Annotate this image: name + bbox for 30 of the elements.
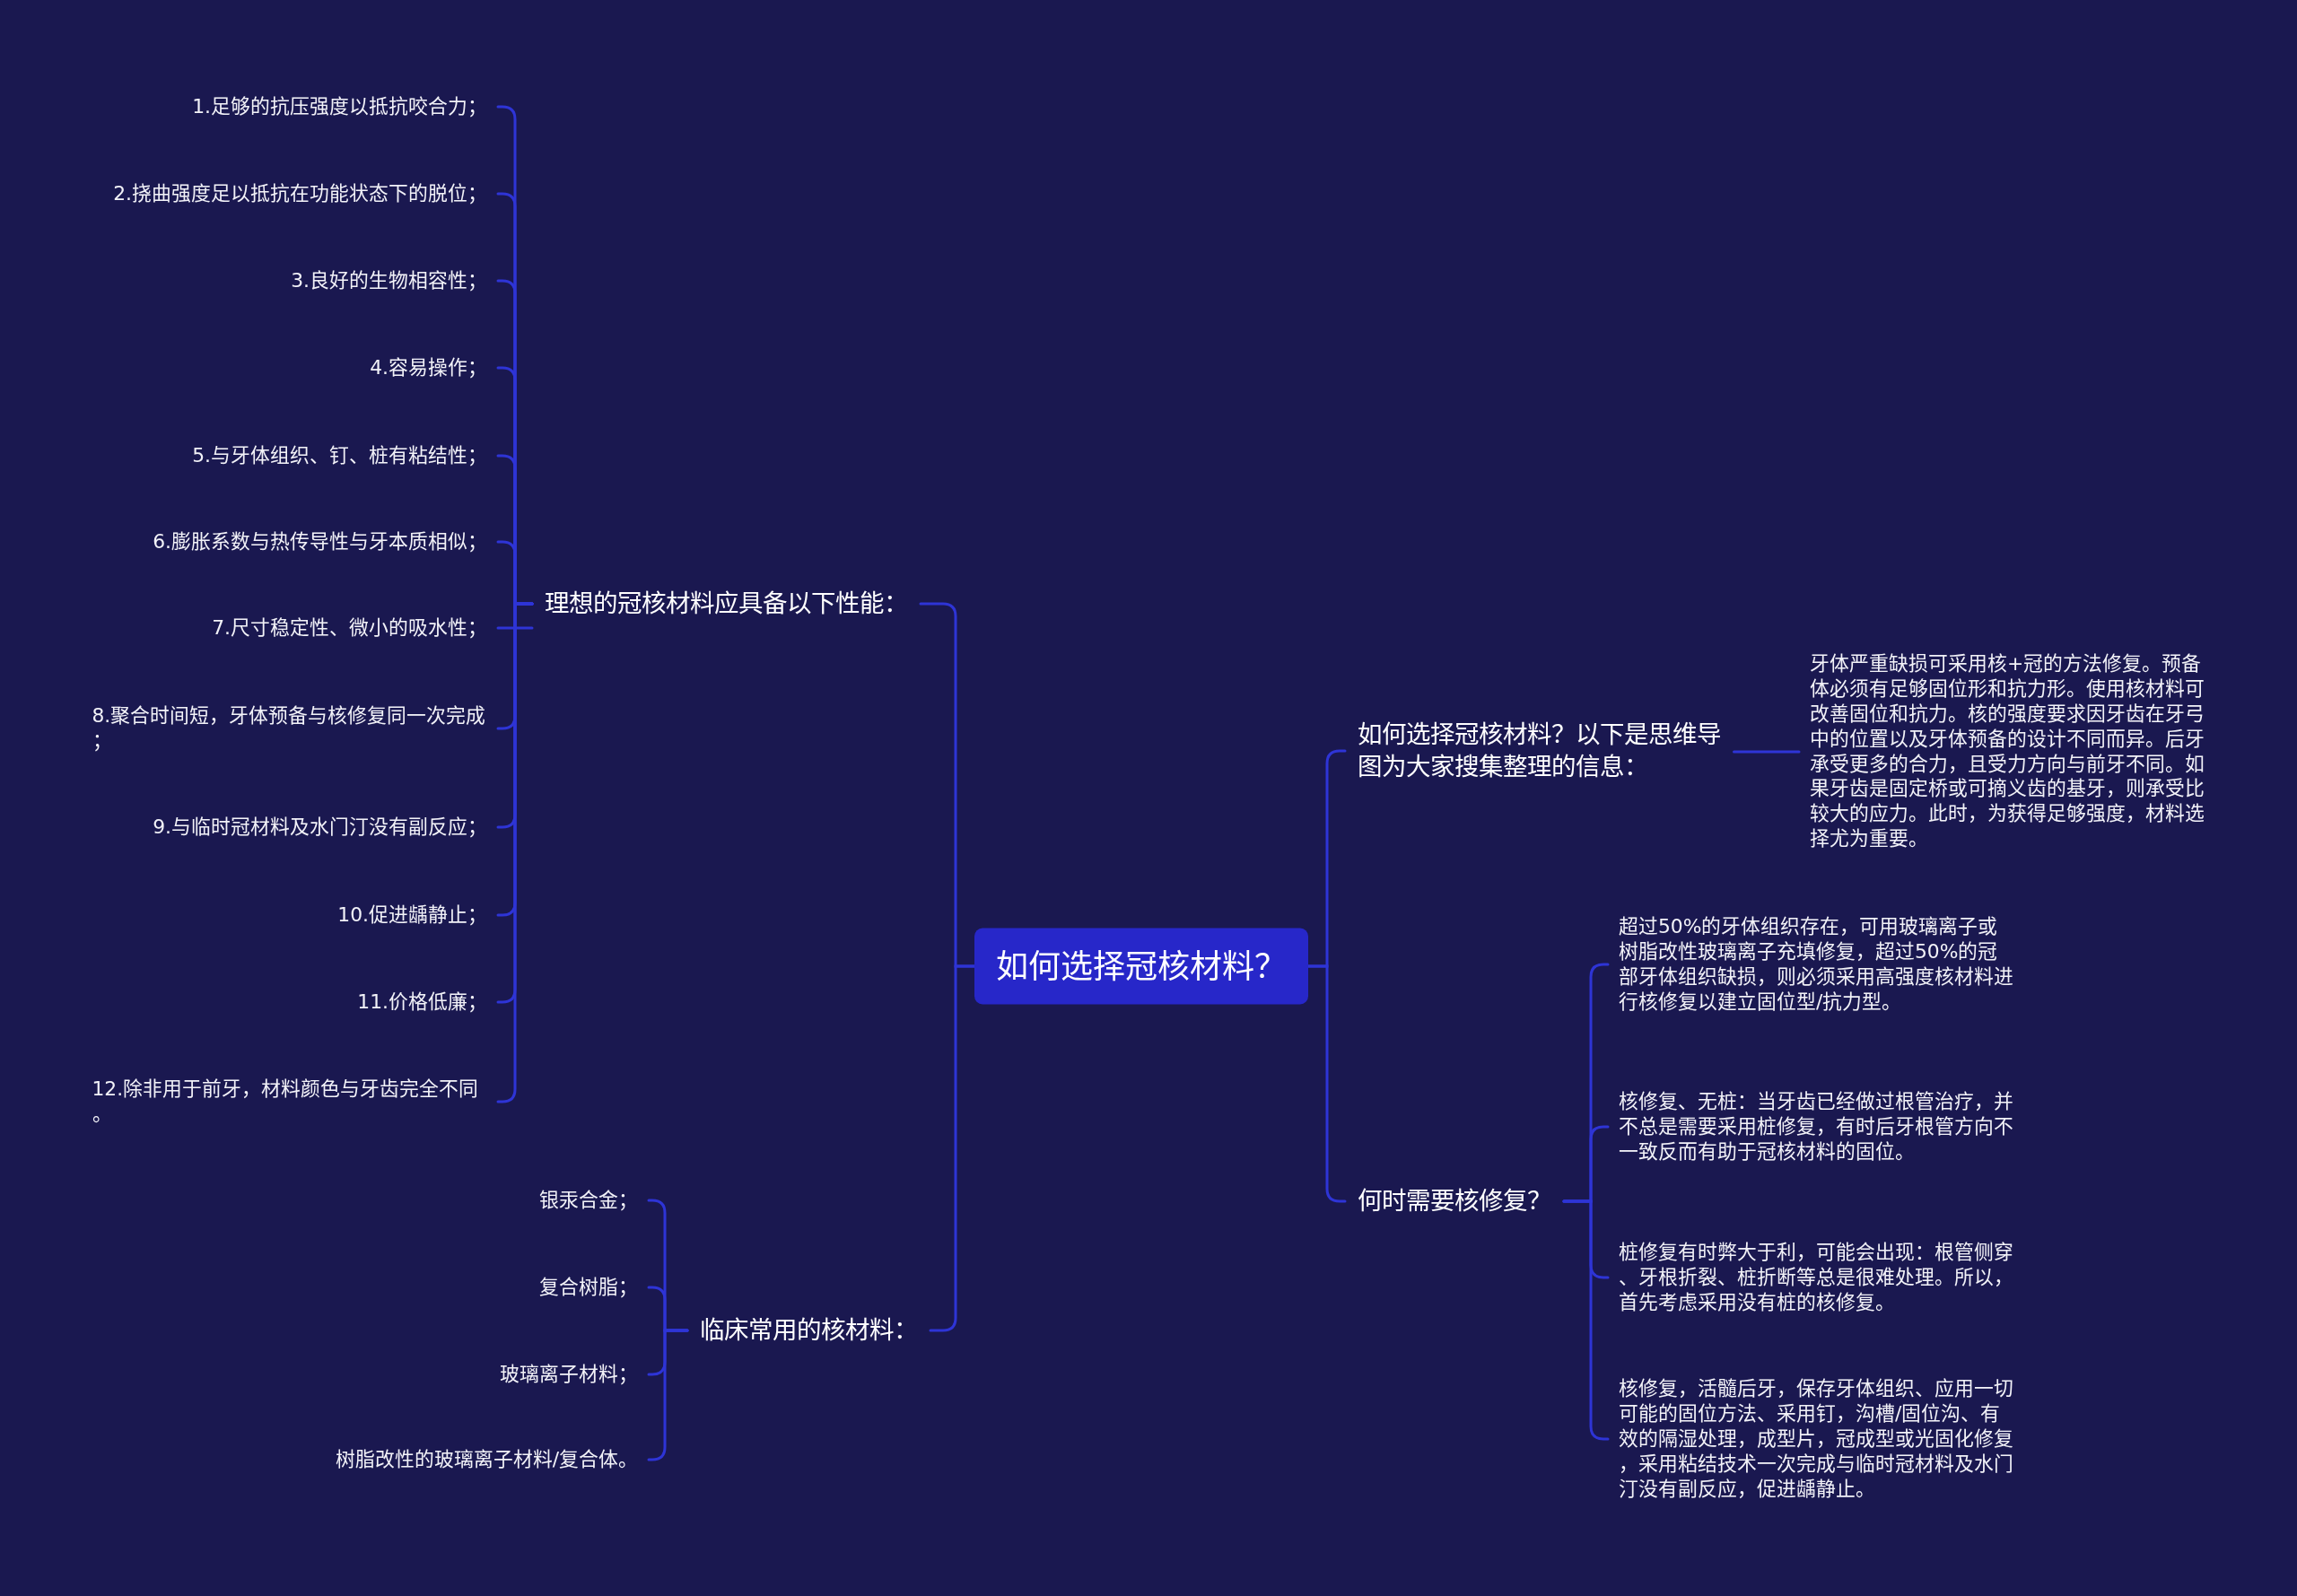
paragraph-text: 牙体严重缺损可采用核+冠的方法修复。预备体必须有足够固位形和抗力形。使用核材料可改善固位和抗力。核的强度要求因牙齿在牙弓中的位置以及牙体预备的设计不同而异。后牙承受更多的合力，且受力方向与前牙不同。如果牙齿是固定桥或可摘义齿的基牙，则承受比较大的应力。此时，为获得足够强度，材料选择尤为重要。 [1799, 651, 2216, 852]
list-item-text: 9.与临时冠材料及水门汀没有副反应； [142, 815, 498, 840]
connector-line [929, 964, 976, 1332]
list-item-text: 2.挠曲强度足以抵抗在功能状态下的脱位； [102, 181, 498, 206]
branch-heading: 何时需要核修复？ [1345, 1185, 1564, 1217]
list-item-text: 10.促进龋静止； [327, 903, 498, 928]
connector-line [496, 626, 534, 630]
connector-line [1733, 750, 1801, 754]
list-item-text: 6.膨胀系数与热传导性与牙本质相似； [142, 529, 498, 554]
list-item-text: 1.足够的抗压强度以抵抗咬合力； [181, 94, 498, 119]
list-item-text: 复合树脂； [528, 1275, 649, 1300]
list-item-text: 3.良好的生物相容性； [280, 268, 498, 293]
list-item-text: 7.尺寸稳定性、微小的吸水性； [201, 615, 498, 641]
paragraph-text: 超过50%的牙体组织存在，可用玻璃离子或树脂改性玻璃离子充填修复，超过50%的冠部牙体组织缺损，则必须采用高强度核材料进行核修复以建立固位型/抗力型。 [1608, 914, 2025, 1015]
list-item-text: 银汞合金； [528, 1188, 649, 1213]
paragraph-text: 核修复、无桩：当牙齿已经做过根管治疗，并不总是需要采用桩修复，有时后牙根管方向不一致反而有助于冠核材料的固位。 [1608, 1089, 2025, 1164]
list-item-text: 8.聚合时间短，牙体预备与核修复同一次完成； [81, 703, 498, 754]
paragraph-text: 核修复，活髓后牙，保存牙体组织、应用一切可能的固位方法、采用钉，沟槽/固位沟、有效的隔湿处理，成型片，冠成型或光固化修复，采用粘结技术一次完成与临时冠材料及水门汀没有副反应，促进龋静止。 [1608, 1376, 2025, 1502]
list-item-text: 4.容易操作； [359, 355, 498, 380]
list-item-text: 5.与牙体组织、钉、桩有粘结性； [181, 443, 498, 468]
branch-heading: 如何选择冠核材料？以下是思维导图为大家搜集整理的信息： [1345, 719, 1734, 783]
list-item-text: 玻璃离子材料； [489, 1362, 649, 1387]
list-item-text: 树脂改性的玻璃离子材料/复合体。 [324, 1447, 649, 1472]
connector-line [1306, 964, 1347, 1203]
paragraph-text: 桩修复有时弊大于利，可能会出现：根管侧穿、牙根折裂、桩折断等总是很难处理。所以，首先考虑采用没有桩的核修复。 [1608, 1240, 2025, 1315]
list-item-text: 11.价格低廉； [346, 990, 498, 1015]
branch-heading: 临床常用的核材料： [687, 1314, 930, 1347]
branch-heading: 理想的冠核材料应具备以下性能： [532, 588, 921, 620]
topic-box: 如何选择冠核材料？ [974, 928, 1308, 1005]
list-item-text: 12.除非用于前牙，材料颜色与牙齿完全不同。 [81, 1077, 498, 1127]
